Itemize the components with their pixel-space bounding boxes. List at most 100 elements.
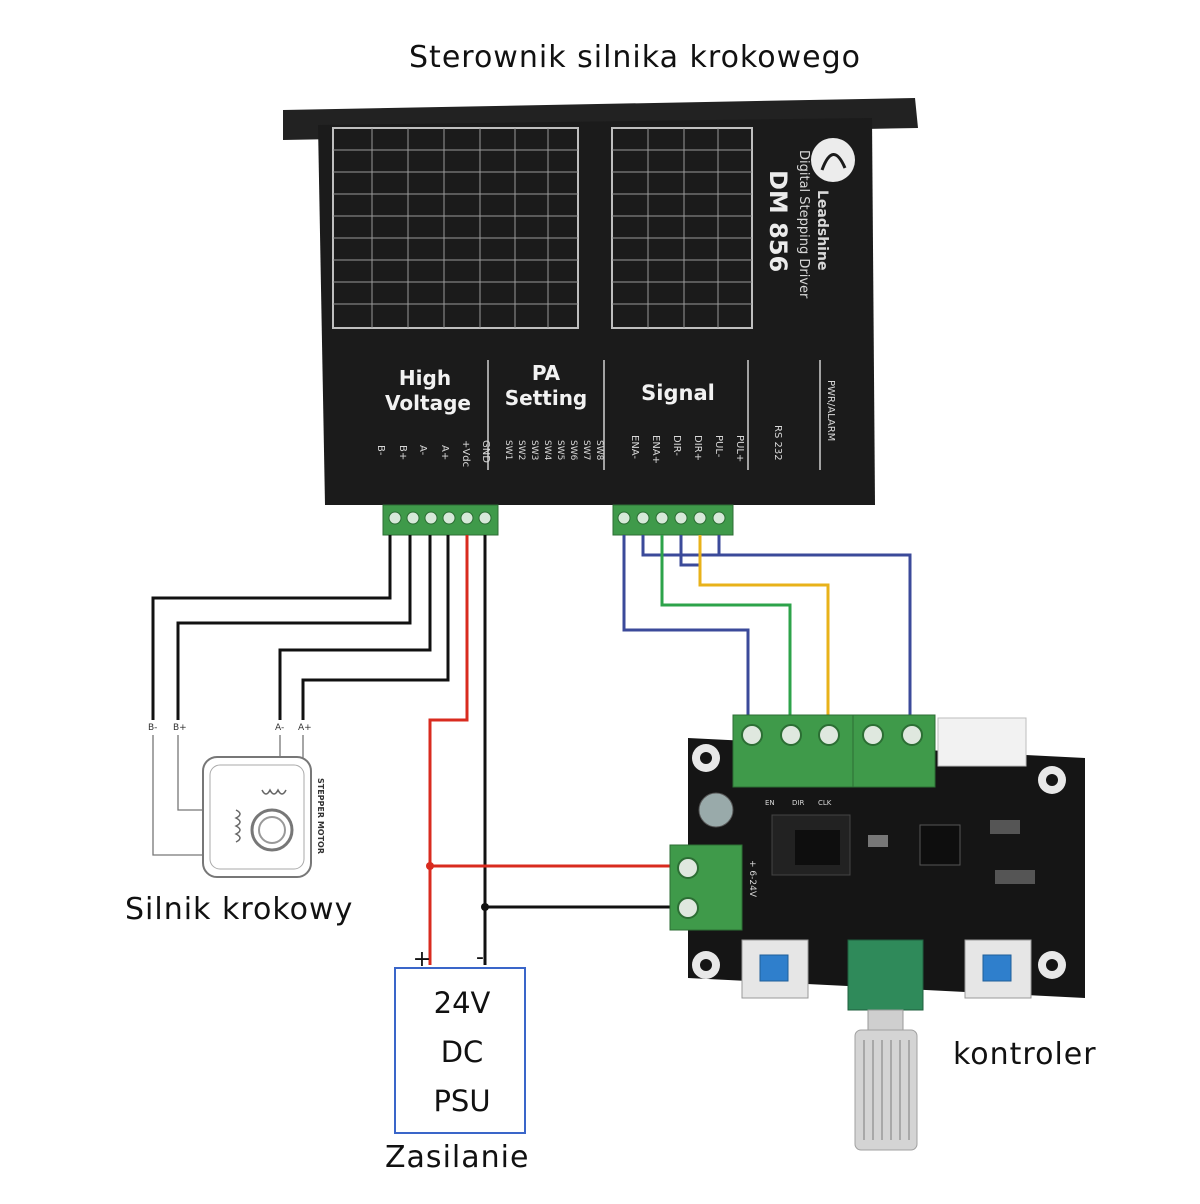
pin-sw5: SW5 (555, 440, 565, 460)
wire-vdc-red (428, 535, 469, 965)
motor-wire-label-a-minus: A- (275, 723, 284, 733)
pin-vdc: +Vdc (460, 440, 471, 467)
psu-minus-terminal: - (476, 945, 484, 970)
section-signal: Signal (641, 381, 715, 405)
button-right-cap[interactable] (982, 954, 1012, 982)
driver-current-table (332, 127, 579, 329)
driver-model: DM 856 (764, 170, 792, 272)
wires (151, 535, 912, 965)
controller-label-dir: DIR (792, 799, 804, 807)
psu-name: PSU (433, 1084, 490, 1118)
wire-a-plus (301, 535, 450, 720)
controller-label-clk: CLK (818, 799, 832, 807)
leadshine-logo (811, 138, 855, 182)
signal-terminal-body (612, 504, 734, 536)
controller-board: EN DIR CLK + 6-24V (669, 714, 1085, 1151)
pin-sw3: SW3 (529, 440, 539, 460)
pin-dir-minus: DIR- (671, 435, 682, 456)
stepper-driver: DM 856 Digital Stepping Driver Leadshine… (283, 98, 918, 536)
signal-pin-labels: PUL+ PUL- DIR+ DIR- ENA+ ENA- (629, 435, 745, 464)
pin-ena-plus: ENA+ (650, 435, 661, 464)
motor-caption: Silnik krokowy (125, 892, 354, 927)
motor-coil-a (261, 788, 287, 795)
motor-wire-label-a-plus: A+ (298, 723, 312, 733)
driver-section-separators (487, 360, 821, 470)
section-rs232: RS 232 (772, 425, 783, 461)
pin-sw7: SW7 (581, 440, 591, 460)
pin-sw1: SW1 (503, 440, 513, 460)
high-voltage-terminal-block (382, 504, 499, 536)
pin-gnd: GND (480, 440, 491, 463)
pa-setting-pin-labels: SW8 SW7 SW6 SW5 SW4 SW3 SW2 SW1 (503, 440, 604, 461)
psu-type: DC (441, 1035, 484, 1069)
section-high-voltage-line1: High (399, 366, 451, 390)
wire-dir-green (660, 535, 792, 720)
wire-clk-yellow (698, 535, 830, 720)
driver-microstep-table (611, 127, 753, 329)
leadshine-logo-mark (820, 153, 847, 171)
junction-red (426, 862, 434, 870)
section-pa-line1: PA (532, 361, 561, 385)
motor-wire-label-b-minus: B- (148, 723, 157, 733)
controller-label-en: EN (765, 799, 775, 807)
controller-terminal-screws (741, 724, 923, 746)
pin-sw4: SW4 (542, 440, 552, 461)
controller-power-label: + 6-24V (747, 860, 757, 898)
potentiometer-body (847, 939, 924, 1011)
wire-b-plus (176, 535, 412, 720)
motor-inner-frame (209, 764, 305, 870)
microcontroller-chip (919, 824, 961, 866)
driver-current-table-grid (333, 128, 578, 328)
driver-subtitle: Digital Stepping Driver (796, 150, 811, 299)
controller-pcb (688, 738, 1085, 998)
pin-a-plus: A+ (439, 445, 450, 460)
controller-power-terminal (669, 844, 743, 931)
controller-caption: kontroler (953, 1037, 1097, 1072)
section-pwr-alarm: PWR/ALARM (825, 380, 836, 441)
power-caption: Zasilanie (385, 1140, 530, 1175)
pin-sw2: SW2 (516, 440, 526, 460)
hv-terminal-screws (388, 511, 492, 525)
driver-body (318, 118, 875, 505)
wire-pul-blue (641, 535, 912, 720)
capacitor (698, 792, 734, 828)
motor-coil-b (234, 809, 241, 843)
section-pa-line2: Setting (505, 386, 588, 410)
wire-dir-link-blue (679, 535, 700, 567)
power-supply: + - 24V DC PSU (394, 945, 526, 1134)
stepper-motor: B- B+ A- A+ STEPPER MOTOR (148, 723, 325, 878)
psu-voltage: 24V (434, 986, 491, 1020)
controller-pul-terminal (852, 714, 936, 788)
signal-terminal-screws (617, 511, 726, 525)
high-voltage-pin-labels: GND +Vdc A+ A- B+ B- (375, 440, 491, 467)
wire-b-minus (151, 535, 392, 720)
pin-pul-minus: PUL- (713, 435, 724, 458)
controller-terminal-labels: EN DIR CLK (765, 799, 832, 807)
section-high-voltage-line2: Voltage (385, 391, 471, 415)
wire-ena-blue (622, 535, 750, 720)
pin-dir-plus: DIR+ (692, 435, 703, 461)
pin-sw6: SW6 (568, 440, 578, 461)
junction-black (481, 903, 489, 911)
driver-title-label: Sterownik silnika krokowego (409, 40, 861, 75)
controller-header-connector (937, 717, 1027, 767)
signal-terminal-block (612, 504, 734, 536)
motor-wire-labels: B- B+ A- A+ (148, 723, 312, 733)
potentiometer-knurling (863, 1040, 910, 1140)
psu-plus-terminal: + (413, 947, 431, 972)
pin-b-minus: B- (375, 445, 386, 456)
potentiometer-collar (867, 1009, 904, 1033)
wire-a-minus (278, 535, 432, 720)
button-left-cap[interactable] (759, 954, 789, 982)
pin-pul-plus: PUL+ (734, 435, 745, 462)
pin-a-minus: A- (417, 445, 428, 456)
driver-brand: Leadshine (814, 190, 830, 270)
pin-ena-minus: ENA- (629, 435, 640, 459)
motor-rotor (250, 808, 294, 852)
psu-box (394, 967, 526, 1134)
potentiometer-knob[interactable] (854, 1029, 918, 1151)
driver-microstep-table-grid (612, 128, 752, 328)
pin-b-plus: B+ (397, 445, 408, 460)
